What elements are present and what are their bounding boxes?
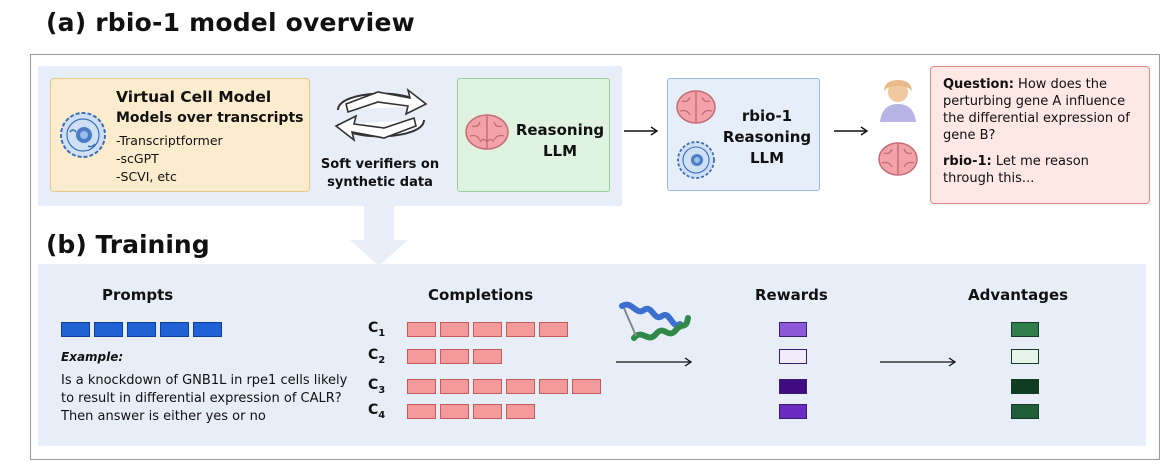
soft-verifiers-line1: Soft verifiers on — [320, 157, 440, 172]
completion-token-block — [473, 349, 502, 364]
advantage-block — [1011, 379, 1039, 394]
vcm-title: Virtual Cell Model — [116, 88, 272, 106]
completion-token-block — [473, 379, 502, 394]
completion-token-block — [440, 404, 469, 419]
user-icon — [880, 80, 916, 122]
question-text: Question: How does the perturbing gene A… — [943, 76, 1143, 144]
completion-token-block — [539, 379, 568, 394]
prompt-text: Is a knockdown of GNB1L in rpe1 cells li… — [61, 373, 348, 424]
completion-token-block — [506, 379, 535, 394]
vcm-subtitle: Models over transcripts — [116, 110, 304, 126]
soft-verifiers-line2: synthetic data — [327, 175, 433, 190]
completion-token-block — [407, 349, 436, 364]
prompts-header: Prompts — [102, 286, 174, 304]
completion-label-index: 1 — [378, 327, 386, 339]
reward-block — [779, 379, 807, 394]
completion-token-block — [440, 322, 469, 337]
training-panel — [38, 264, 1146, 446]
prompt-token-block — [160, 322, 189, 337]
completion-label: C1 — [368, 320, 385, 339]
prompt-token-block — [94, 322, 123, 337]
section-a-title: (a) rbio-1 model overview — [46, 8, 415, 37]
completion-label-letter: C — [368, 320, 379, 336]
prompt-token-block — [61, 322, 90, 337]
rewards-header: Rewards — [755, 286, 828, 304]
completion-token-block — [440, 379, 469, 394]
completion-token-block — [440, 349, 469, 364]
completion-label-letter: C — [368, 402, 379, 418]
reward-block — [779, 404, 807, 419]
completion-token-block — [539, 322, 568, 337]
brain-icon — [465, 114, 509, 150]
completion-token-block — [407, 322, 436, 337]
completion-token-block — [473, 322, 502, 337]
advantage-block — [1011, 404, 1039, 419]
reasoning-llm-line1: Reasoning — [515, 121, 605, 139]
advantages-header: Advantages — [968, 286, 1069, 304]
cell-icon — [60, 112, 106, 158]
answer-label: rbio-1: — [943, 154, 992, 169]
completion-label-index: 4 — [378, 409, 386, 421]
completion-token-block — [506, 322, 535, 337]
prompt-token-block — [127, 322, 156, 337]
section-b-title: (b) Training — [46, 230, 210, 259]
arrow-icon — [616, 357, 693, 367]
completion-label-index: 3 — [378, 384, 386, 396]
rbio-llm-label: rbio-1 Reasoning LLM — [722, 106, 812, 169]
rbio-llm-line1: rbio-1 — [741, 107, 793, 125]
arrow-icon — [880, 357, 957, 367]
completion-label-letter: C — [368, 347, 379, 363]
cycle-arrows-icon — [334, 87, 428, 143]
completion-label: C2 — [368, 347, 385, 366]
completion-token-block — [506, 404, 535, 419]
arrow-icon — [624, 126, 659, 136]
question-label: Question: — [943, 77, 1014, 92]
advantage-block — [1011, 349, 1039, 364]
advantage-block — [1011, 322, 1039, 337]
completion-token-block — [407, 404, 436, 419]
reward-block — [779, 349, 807, 364]
rbio-llm-line3: LLM — [749, 149, 785, 167]
completion-token-block — [407, 379, 436, 394]
completion-token-block — [473, 404, 502, 419]
cell-icon — [677, 141, 715, 179]
reward-block — [779, 322, 807, 337]
soft-verifiers-label: Soft verifiers on synthetic data — [315, 156, 445, 192]
brain-icon — [676, 90, 716, 124]
chat-box — [930, 66, 1150, 204]
vcm-item: -scGPT — [116, 151, 159, 166]
completions-header: Completions — [428, 286, 534, 304]
completion-label-letter: C — [368, 377, 379, 393]
completion-label: C3 — [368, 377, 385, 396]
reasoning-llm-line2: LLM — [542, 142, 578, 160]
completion-token-block — [572, 379, 601, 394]
question-body: How does the perturbing gene A influence… — [943, 77, 1130, 143]
reasoning-llm-label: Reasoning LLM — [515, 120, 605, 162]
figure-frame — [30, 54, 1160, 460]
completion-label: C4 — [368, 402, 385, 421]
completion-label-index: 2 — [378, 354, 386, 366]
down-arrow-icon — [350, 206, 408, 266]
vcm-item: -SCVI, etc — [116, 169, 177, 184]
vcm-item: -Transcriptformer — [116, 133, 223, 148]
arrow-icon — [834, 126, 869, 136]
brain-icon — [878, 142, 918, 176]
prompt-token-block — [193, 322, 222, 337]
protein-icon — [619, 301, 691, 341]
answer-body: Let me reason through this... — [943, 154, 1089, 186]
rbio-llm-line2: Reasoning — [722, 128, 812, 146]
example-label: Example: — [61, 350, 124, 364]
answer-text: rbio-1: Let me reason through this... — [943, 153, 1143, 187]
